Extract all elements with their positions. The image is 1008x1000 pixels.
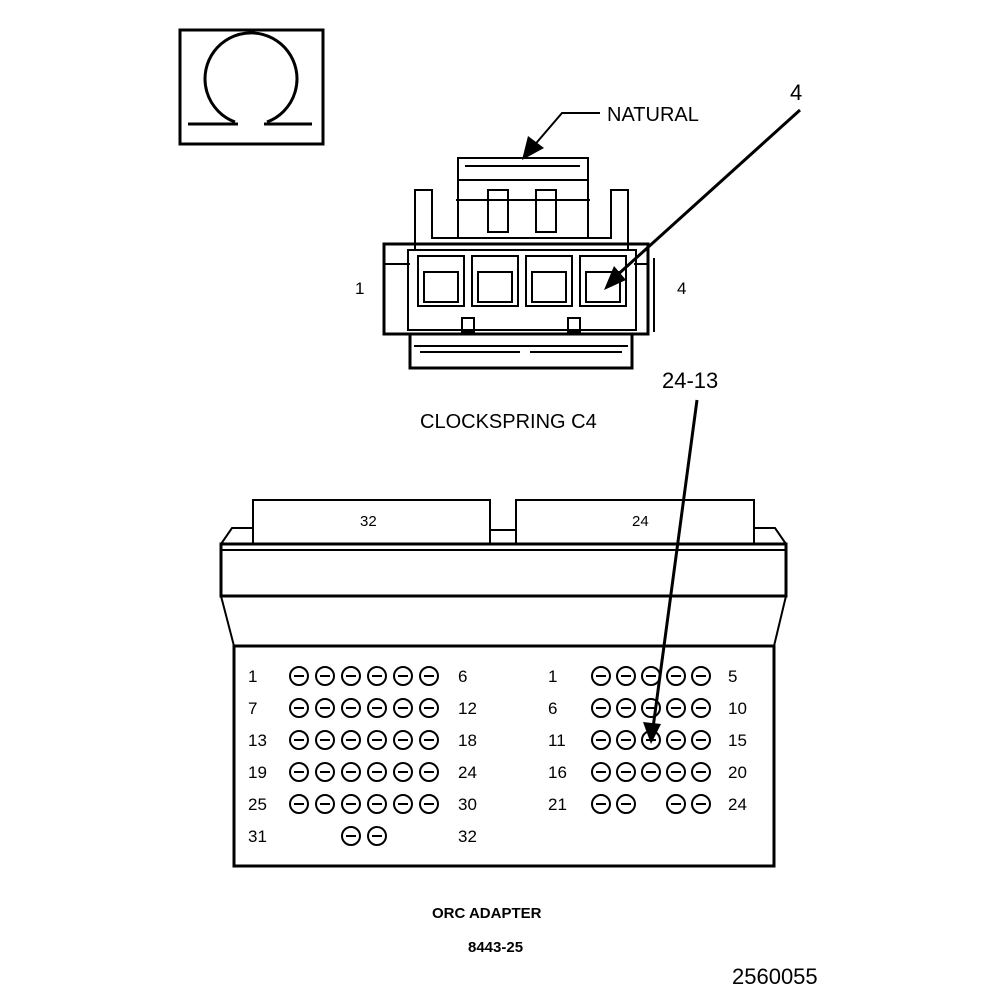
clockspring-cavities <box>417 255 627 307</box>
right-grid-pin <box>591 762 611 782</box>
left-grid-pin <box>367 730 387 750</box>
pin-24-13-callout-arrow <box>643 399 699 744</box>
left-grid-pin <box>315 730 335 750</box>
left-grid-pin <box>367 762 387 782</box>
adapter-title: ORC ADAPTER <box>432 905 542 922</box>
left-grid-pin <box>419 666 439 686</box>
right-grid-pin <box>691 730 711 750</box>
right-grid-pin <box>691 762 711 782</box>
left-grid-pin <box>341 698 361 718</box>
right-grid-row-start-label: 6 <box>548 699 557 718</box>
left-grid-pin <box>289 698 309 718</box>
left-grid-row-start-label: 19 <box>248 763 267 782</box>
right-grid-pin <box>666 762 686 782</box>
left-grid-pin <box>289 730 309 750</box>
left-grid-row-start-label: 1 <box>248 667 257 686</box>
clockspring-connector-drawing <box>382 157 655 370</box>
right-grid-row-end-label: 10 <box>728 699 747 718</box>
left-grid-pin <box>315 666 335 686</box>
left-pin-grid: 1 6 7 12 13 18 19 24 25 30 31 32 <box>248 666 477 846</box>
left-grid-pin <box>315 794 335 814</box>
omega-icon <box>178 28 325 146</box>
right-grid-row-end-label: 20 <box>728 763 747 782</box>
left-grid-row-end-label: 6 <box>458 667 467 686</box>
right-grid-row-start-label: 1 <box>548 667 557 686</box>
left-grid-pin <box>367 666 387 686</box>
right-grid-row-start-label: 11 <box>548 731 566 750</box>
right-grid-pin <box>616 698 636 718</box>
right-grid-pin <box>591 730 611 750</box>
left-grid-pin <box>419 698 439 718</box>
figure-id: 2560055 <box>732 964 818 989</box>
left-grid-row-end-label: 30 <box>458 795 477 814</box>
color-label: NATURAL <box>607 104 699 126</box>
left-grid-pin <box>367 794 387 814</box>
right-grid-pin <box>616 666 636 686</box>
right-block-header: 24 <box>632 513 649 530</box>
right-grid-row-end-label: 15 <box>728 731 747 750</box>
adapter-callout-label: 24-13 <box>662 368 718 393</box>
left-grid-row-start-label: 13 <box>248 731 267 750</box>
right-grid-pin <box>666 730 686 750</box>
left-grid-pin <box>341 794 361 814</box>
left-block-header: 32 <box>360 513 377 530</box>
right-grid-pin <box>691 666 711 686</box>
left-grid-row-start-label: 25 <box>248 795 267 814</box>
right-grid-pin <box>666 666 686 686</box>
left-grid-pin <box>393 794 413 814</box>
left-grid-row-end-label: 18 <box>458 731 477 750</box>
left-grid-pin <box>341 666 361 686</box>
left-grid-pin <box>419 730 439 750</box>
left-grid-pin <box>341 826 361 846</box>
right-grid-pin <box>691 794 711 814</box>
orc-adapter-drawing <box>219 499 788 868</box>
left-grid-pin <box>315 762 335 782</box>
right-grid-row-start-label: 16 <box>548 763 567 782</box>
left-grid-pin <box>341 730 361 750</box>
left-pin-label: 1 <box>355 279 364 298</box>
right-pin-label: 4 <box>677 279 686 298</box>
left-grid-pin <box>393 666 413 686</box>
right-grid-pin <box>591 794 611 814</box>
left-grid-row-start-label: 31 <box>248 827 267 846</box>
left-grid-pin <box>367 826 387 846</box>
left-grid-pin <box>393 698 413 718</box>
right-grid-pin <box>641 762 661 782</box>
left-grid-row-end-label: 32 <box>458 827 477 846</box>
right-grid-pin <box>616 794 636 814</box>
pin-callout-label: 4 <box>790 80 802 105</box>
left-grid-pin <box>289 762 309 782</box>
right-grid-row-start-label: 21 <box>548 795 567 814</box>
left-grid-row-end-label: 12 <box>458 699 477 718</box>
natural-leader-arrow <box>522 112 600 160</box>
left-grid-pin <box>341 762 361 782</box>
right-grid-pin <box>591 698 611 718</box>
clockspring-title: CLOCKSPRING C4 <box>420 411 597 433</box>
right-grid-pin <box>591 666 611 686</box>
left-grid-row-end-label: 24 <box>458 763 477 782</box>
left-grid-pin <box>393 730 413 750</box>
pin-4-callout-arrow <box>604 108 802 290</box>
left-grid-pin <box>419 762 439 782</box>
left-grid-pin <box>367 698 387 718</box>
right-grid-pin <box>666 698 686 718</box>
right-grid-row-end-label: 24 <box>728 795 747 814</box>
left-grid-pin <box>289 794 309 814</box>
right-grid-pin <box>616 730 636 750</box>
right-grid-pin <box>691 698 711 718</box>
right-grid-row-end-label: 5 <box>728 667 737 686</box>
right-grid-pin <box>666 794 686 814</box>
left-grid-pin <box>315 698 335 718</box>
left-grid-row-start-label: 7 <box>248 699 257 718</box>
left-grid-pin <box>393 762 413 782</box>
right-grid-pin <box>616 762 636 782</box>
left-grid-pin <box>289 666 309 686</box>
right-grid-pin <box>641 666 661 686</box>
adapter-part-number: 8443-25 <box>468 939 523 956</box>
left-grid-pin <box>419 794 439 814</box>
